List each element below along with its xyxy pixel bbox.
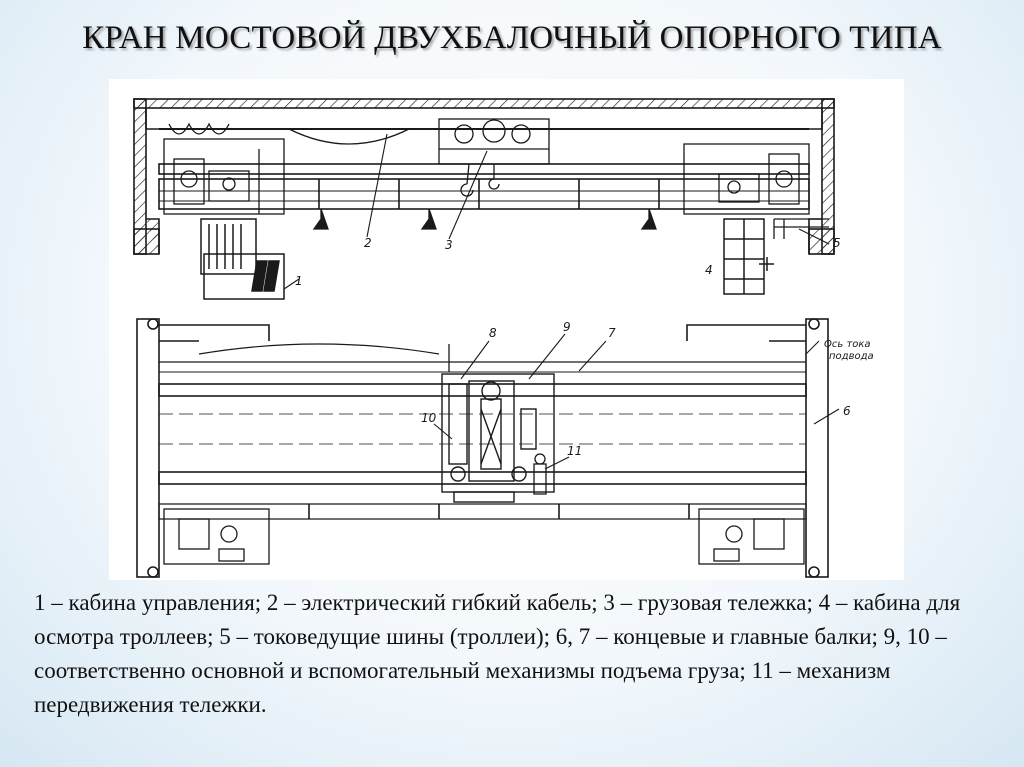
trolley-elevation (438, 118, 550, 197)
callout-1: 1 (295, 274, 303, 288)
end-truck-left (163, 138, 285, 215)
main-girder-bottom (158, 471, 807, 485)
control-cabin (200, 218, 285, 300)
end-beam-left (136, 318, 160, 578)
crane-drawing: 1 2 3 4 5 6 7 8 9 10 11 Ось тока подвода (109, 79, 904, 580)
callout-3: 3 (445, 238, 453, 252)
elevation-view (133, 98, 835, 300)
bridge-drive-left (163, 508, 270, 565)
callout-2: 2 (364, 236, 372, 250)
plan-view (136, 318, 840, 578)
callout-6: 6 (843, 404, 851, 418)
main-girder-top (158, 383, 807, 397)
legend-caption: 1 – кабина управления; 2 – электрический… (34, 590, 961, 717)
building-structure (133, 98, 835, 255)
callout-11: 11 (567, 444, 582, 458)
callout-10: 10 (421, 411, 437, 425)
bridge-drive-right (698, 508, 805, 565)
axis-label-line1: Ось тока (824, 339, 871, 350)
inspection-cabin (723, 218, 774, 295)
callout-8: 8 (489, 326, 497, 340)
end-truck-right (683, 143, 810, 215)
trolley-plan (441, 373, 555, 503)
conductor-rails (773, 218, 829, 239)
trolley-travel-mechanism (533, 453, 547, 495)
callout-9: 9 (563, 320, 571, 334)
end-beam-right (805, 318, 829, 578)
slide-title: КРАН МОСТОВОЙ ДВУХБАЛОЧНЫЙ ОПОРНОГО ТИПА (82, 20, 942, 56)
axis-label-line2: подвода (829, 351, 874, 362)
crane-drawing-svg: 1 2 3 4 5 6 7 8 9 10 11 Ось тока подвода (133, 98, 874, 578)
callout-7: 7 (608, 326, 616, 340)
main-girder (158, 163, 810, 210)
lamps (312, 208, 657, 230)
callout-5: 5 (833, 236, 841, 250)
callout-4: 4 (705, 263, 713, 277)
